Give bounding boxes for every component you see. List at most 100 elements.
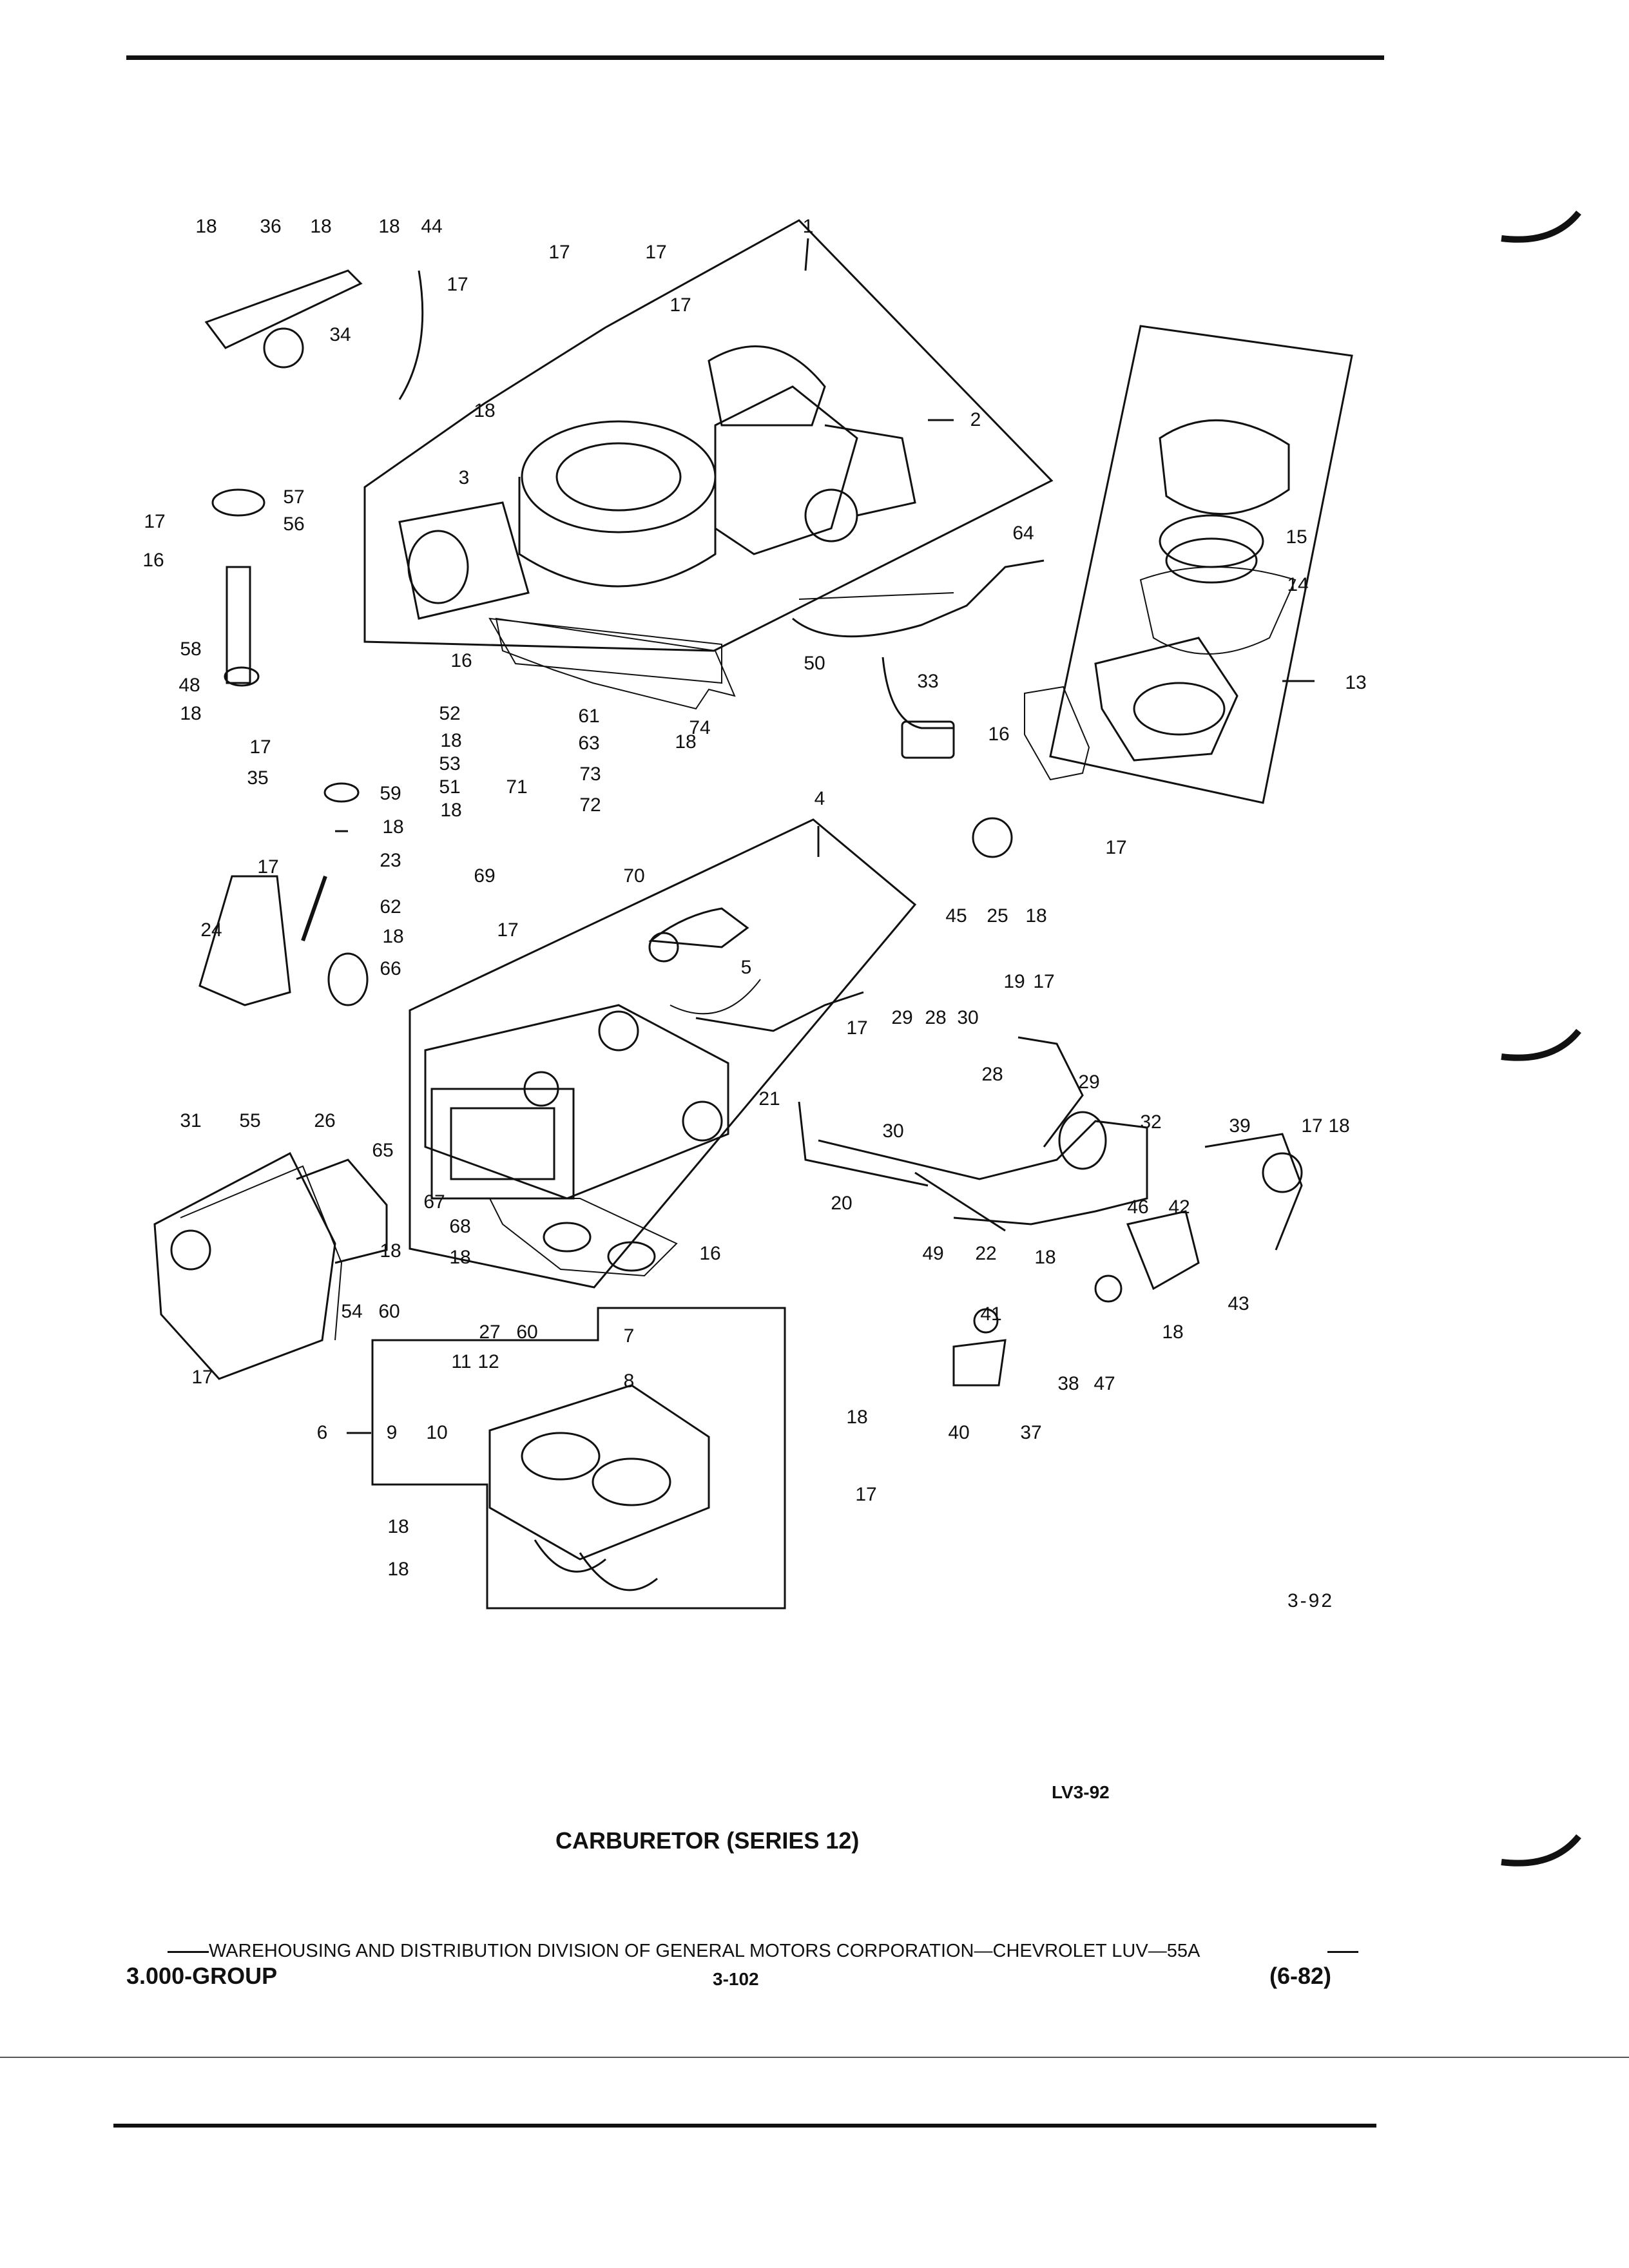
callout-52: 52 [439,703,461,724]
callout-18-r: 18 [387,1559,409,1580]
callout-5: 5 [740,957,752,978]
callout-17-a: 17 [548,242,570,263]
callout-66: 66 [380,958,401,979]
callout-19: 19 [1003,971,1025,992]
callout-18-j: 18 [382,926,404,947]
callout-12: 12 [477,1351,499,1372]
callout-54: 54 [341,1301,363,1322]
callout-16-c: 16 [988,724,1010,745]
callout-34: 34 [329,324,351,345]
callout-72: 72 [579,794,601,816]
callout-23: 23 [380,850,401,871]
footer-dash-right [1327,1951,1358,1953]
callout-16-a: 16 [450,650,472,671]
callout-16-d: 16 [699,1243,721,1264]
callout-69: 69 [474,865,496,887]
footer-page-number: 3-102 [713,1969,759,1989]
callout-18-g: 18 [440,800,462,821]
callout-18-s: 18 [675,731,697,753]
group-6-outline [371,1307,786,1610]
callout-42: 42 [1168,1196,1190,1218]
callout-45: 45 [945,905,967,927]
callout-29-a: 29 [891,1007,913,1028]
figure-code: 3-92 [1287,1590,1335,1611]
callout-67: 67 [423,1191,445,1213]
top-rule [126,55,1384,60]
callout-22: 22 [975,1243,997,1264]
callout-28-a: 28 [925,1007,947,1028]
callout-62: 62 [380,896,401,918]
callout-43: 43 [1228,1293,1249,1314]
callout-17-c: 17 [447,274,468,295]
callout-58: 58 [180,639,202,660]
callout-31: 31 [180,1110,202,1131]
callout-60-a: 60 [378,1301,400,1322]
callout-18-l: 18 [380,1240,401,1262]
callout-28-b: 28 [981,1064,1003,1085]
callout-32: 32 [1140,1111,1162,1133]
callout-18-b: 18 [310,216,332,237]
callout-60-b: 60 [516,1321,538,1343]
figure-caption: CARBURETOR (SERIES 12) [555,1827,860,1854]
callout-33: 33 [917,671,939,692]
callout-73: 73 [579,764,601,785]
callout-36: 36 [260,216,282,237]
callout-10: 10 [426,1422,448,1443]
callout-38: 38 [1057,1373,1079,1394]
callout-18-q: 18 [387,1516,409,1537]
callout-59: 59 [380,783,401,804]
callout-18-e: 18 [180,703,202,724]
callout-25: 25 [987,905,1008,927]
callout-20: 20 [831,1193,853,1214]
callout-63: 63 [578,733,600,754]
callout-18-k: 18 [1328,1115,1350,1137]
callout-50: 50 [804,653,825,674]
callout-9: 9 [386,1422,398,1443]
callout-30-a: 30 [957,1007,979,1028]
callout-18-c: 18 [378,216,400,237]
drawing-code: LV3-92 [1052,1782,1110,1802]
callout-17-l: 17 [1301,1115,1323,1137]
callout-51: 51 [439,776,461,798]
callout-30-b: 30 [882,1120,904,1142]
callout-55: 55 [239,1110,261,1131]
callout-17-k: 17 [846,1017,868,1039]
callout-17-n: 17 [855,1484,877,1505]
callout-56: 56 [283,514,305,535]
callout-44: 44 [421,216,443,237]
callout-35: 35 [247,767,269,789]
callout-18-a: 18 [195,216,217,237]
footer-group: 3.000-GROUP [126,1963,278,1989]
callout-61: 61 [578,706,600,727]
callout-47: 47 [1094,1373,1115,1394]
callout-7: 7 [623,1325,635,1347]
callout-3: 3 [458,467,470,488]
callout-17-d: 17 [670,294,691,316]
callout-16-b: 16 [142,550,164,571]
callout-17-m: 17 [191,1367,213,1388]
callout-17-j: 17 [1033,971,1055,992]
callout-18-m: 18 [449,1247,471,1268]
footer-date: (6-82) [1269,1963,1332,1989]
callout-37: 37 [1020,1422,1042,1443]
group-13-outline [1049,325,1353,804]
bottom-rule [113,2124,1376,2128]
callout-74: 74 [689,717,711,738]
callout-17-f: 17 [249,736,271,758]
callout-6: 6 [316,1422,328,1443]
callout-48: 48 [178,675,200,696]
callout-2: 2 [970,409,981,430]
callout-17-g: 17 [257,856,279,878]
callout-71: 71 [506,776,528,798]
binding-marks [1501,210,1581,1867]
callout-1: 1 [802,216,814,237]
callout-13: 13 [1345,672,1367,693]
callout-14: 14 [1287,574,1309,595]
callout-27: 27 [479,1321,501,1343]
callout-53: 53 [439,753,461,774]
callout-8: 8 [623,1370,635,1392]
callout-39: 39 [1229,1115,1251,1137]
callout-64: 64 [1012,523,1034,544]
callout-41: 41 [980,1303,1002,1325]
bottom-thin-rule [0,2057,1629,2058]
